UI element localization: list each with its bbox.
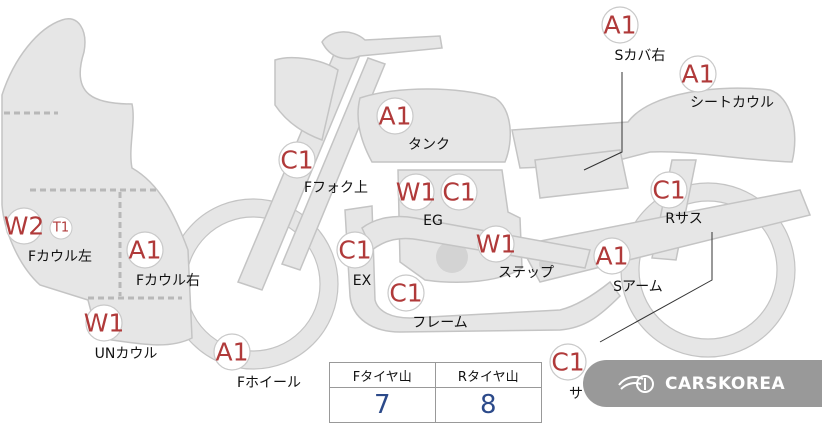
part-label: Fカウル左 bbox=[28, 249, 92, 265]
part-label: フレーム bbox=[412, 315, 468, 331]
damage-code: A1 bbox=[595, 242, 628, 271]
swing-arm-shape bbox=[518, 189, 812, 283]
annotation-rear-partial: C1 サ bbox=[549, 343, 587, 402]
damage-marker-circle bbox=[593, 237, 631, 275]
exhaust-shape bbox=[361, 215, 591, 269]
annotation-seat-cowl: A1 シートカウル bbox=[679, 55, 774, 111]
tire-tread-table: Fタイヤ山 Rタイヤ山 7 8 bbox=[329, 362, 542, 423]
damage-code: C1 bbox=[338, 236, 371, 265]
part-label: タンク bbox=[408, 137, 450, 153]
damage-code: C1 bbox=[551, 348, 584, 377]
damage-marker-circle bbox=[650, 171, 688, 209]
part-label: サ bbox=[569, 386, 583, 402]
side-cover-shape bbox=[534, 149, 629, 199]
carskorea-logo-icon bbox=[618, 374, 654, 393]
damage-code: W1 bbox=[84, 309, 125, 338]
damage-code: T1 bbox=[52, 221, 69, 236]
carskorea-watermark: CARSKOREA bbox=[583, 360, 822, 407]
part-label: Fカウル右 bbox=[136, 273, 200, 289]
leader-r-sus bbox=[599, 232, 713, 343]
annotation-step: W1 ステップ bbox=[476, 225, 554, 281]
damage-marker-circle bbox=[549, 343, 587, 381]
damage-code: C1 bbox=[280, 146, 313, 175]
damage-code: W1 bbox=[476, 230, 517, 259]
part-label: EG bbox=[423, 213, 443, 229]
damage-code: C1 bbox=[652, 176, 685, 205]
headlight-shape bbox=[274, 56, 339, 141]
part-label: Fホイール bbox=[237, 375, 301, 391]
damage-code: A1 bbox=[603, 11, 636, 40]
damage-marker-circle bbox=[376, 97, 414, 135]
seat-cowl-shape bbox=[511, 87, 796, 169]
damage-marker-circle bbox=[387, 274, 425, 312]
rear-tire-header: Rタイヤ山 bbox=[435, 363, 541, 388]
part-label: EX bbox=[353, 273, 372, 289]
annotation-frame: C1 フレーム bbox=[387, 274, 468, 331]
damage-marker-circle bbox=[440, 173, 478, 211]
damage-code: W2 bbox=[4, 212, 45, 241]
leader-lines bbox=[583, 72, 713, 343]
front-tire-header: Fタイヤ山 bbox=[330, 363, 436, 388]
part-label: シートカウル bbox=[690, 95, 774, 111]
part-label: Fフォク上 bbox=[304, 180, 368, 196]
leader-sc-right bbox=[583, 72, 623, 171]
rear-tire-value: 8 bbox=[479, 390, 497, 420]
damage-marker-circle bbox=[336, 231, 374, 269]
damage-marker-circle bbox=[85, 304, 123, 342]
damage-code: A1 bbox=[681, 60, 714, 89]
damage-marker-circle bbox=[278, 141, 316, 179]
damage-marker-circle bbox=[601, 6, 639, 44]
engine-cover-shape bbox=[436, 241, 468, 273]
damage-code: A1 bbox=[128, 236, 161, 265]
damage-marker-circle bbox=[49, 216, 73, 240]
damage-marker-circle bbox=[397, 173, 435, 211]
damage-code: A1 bbox=[215, 338, 248, 367]
damage-marker-circle bbox=[679, 55, 717, 93]
damage-marker-circle bbox=[213, 333, 251, 371]
part-label: ステップ bbox=[498, 265, 554, 281]
damage-code: C1 bbox=[389, 279, 422, 308]
frame-shape bbox=[344, 205, 621, 333]
damage-code: A1 bbox=[378, 102, 411, 131]
annotation-tank: A1 タンク bbox=[376, 97, 450, 153]
part-label: Sアーム bbox=[613, 279, 663, 295]
handlebar-shape bbox=[321, 31, 443, 60]
damage-code: C1 bbox=[442, 178, 475, 207]
front-tire-value: 7 bbox=[330, 388, 436, 422]
damage-code: W1 bbox=[396, 178, 437, 207]
part-label: Sカバ右 bbox=[615, 48, 666, 64]
damage-marker-circle bbox=[126, 231, 164, 269]
part-label: UNカウル bbox=[95, 346, 158, 362]
damage-marker-circle bbox=[477, 225, 515, 263]
part-label: Rサス bbox=[665, 211, 702, 227]
damage-marker-circle bbox=[5, 207, 43, 245]
front-cowl-shape bbox=[1, 18, 193, 346]
watermark-text: CARSKOREA bbox=[665, 373, 786, 394]
